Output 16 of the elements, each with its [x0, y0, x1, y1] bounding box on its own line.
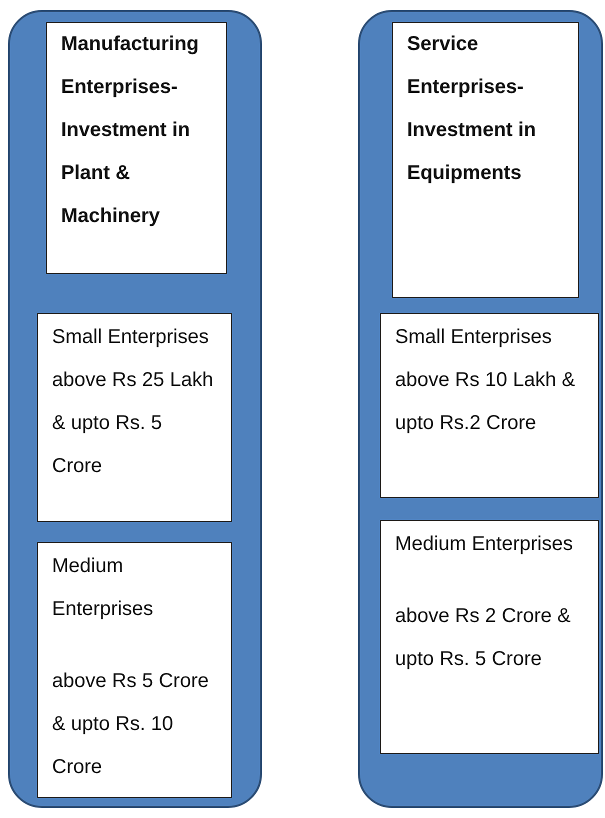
heading-text: Service Enterprises- Investment in Equipments — [407, 32, 537, 186]
category-title: Medium Enterprises — [395, 532, 574, 557]
left-panel — [8, 10, 262, 808]
heading-text: Manufacturing Enterprises- Investment in Plant & Machinery — [61, 32, 200, 229]
category-box — [37, 542, 232, 798]
category-text: Small Enterprises above Rs 25 Lakh & upto Rs. 5 Crore — [52, 325, 214, 479]
heading-box — [392, 22, 579, 298]
category-box — [380, 520, 599, 754]
category-text: Small Enterprises above Rs 10 Lakh & upto Rs.2 Crore — [395, 325, 576, 436]
category-title: Medium Enterprises — [52, 554, 154, 622]
category-text: above Rs 2 Crore & upto Rs. 5 Crore — [395, 604, 572, 672]
right-panel — [358, 10, 603, 808]
category-box — [380, 313, 599, 498]
category-box — [37, 313, 232, 522]
category-text: above Rs 5 Crore & upto Rs. 10 Crore — [52, 669, 210, 780]
heading-box — [46, 22, 227, 274]
